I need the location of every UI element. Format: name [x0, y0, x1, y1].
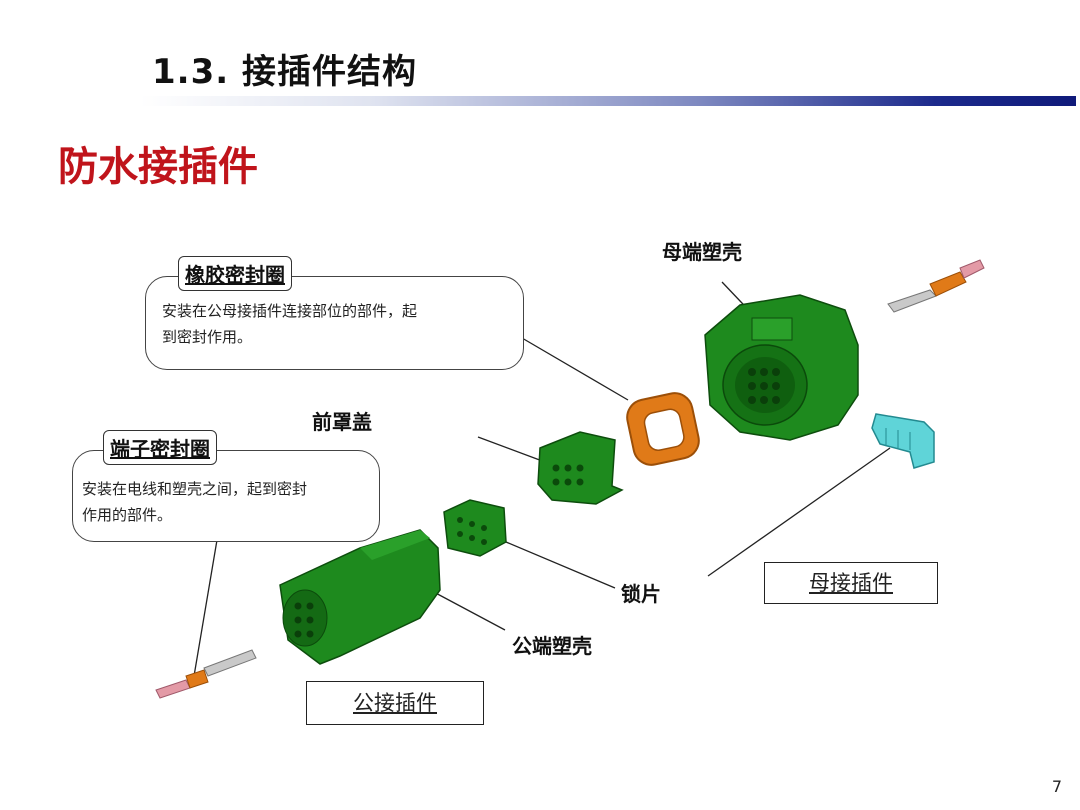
front-cover-part — [537, 431, 624, 505]
male-housing-part — [279, 529, 441, 665]
rubber-seal-callout — [145, 276, 524, 370]
male-housing-label: 公端塑壳 — [512, 634, 592, 658]
terminal-seal-callout — [72, 450, 380, 542]
lock-piece-part — [443, 499, 507, 557]
female-terminal-part — [887, 259, 985, 313]
rubber-seal-description-line2: 到密封作用。 — [162, 328, 253, 346]
female-housing-label: 母端塑壳 — [662, 240, 742, 264]
page-heading: 防水接插件 — [58, 144, 258, 190]
leader-lock-piece — [505, 541, 616, 589]
female-housing-part — [704, 294, 859, 441]
leader-terminal-seal — [192, 539, 218, 683]
female-lock-part — [871, 413, 935, 469]
terminal-seal-description-line2: 作用的部件。 — [82, 506, 173, 524]
rubber-seal-description-line1: 安装在公母接插件连接部位的部件，起 — [162, 302, 418, 320]
leader-rubber-seal — [521, 337, 629, 401]
title-gradient-bar — [140, 96, 1076, 106]
leader-front-cover — [477, 436, 546, 463]
leader-male-housing — [429, 589, 506, 631]
terminal-seal-title: 端子密封圈 — [103, 430, 217, 465]
front-cover-label: 前罩盖 — [312, 410, 372, 434]
female-connector-box: 母接插件 — [764, 562, 938, 604]
terminal-seal-description: 安装在电线和塑壳之间，起到密封 作用的部件。 — [82, 476, 307, 528]
rubber-seal-title: 橡胶密封圈 — [178, 256, 292, 291]
page-number: 7 — [1051, 777, 1062, 796]
rubber-seal-description: 安装在公母接插件连接部位的部件，起 到密封作用。 — [162, 298, 417, 350]
rubber-seal-part — [626, 392, 700, 466]
male-terminal-part — [155, 649, 257, 699]
male-connector-box: 公接插件 — [306, 681, 484, 725]
terminal-seal-description-line1: 安装在电线和塑壳之间，起到密封 — [82, 480, 308, 498]
leader-female-connector — [707, 447, 891, 577]
lock-piece-label: 锁片 — [621, 582, 661, 606]
section-title: 1.3. 接插件结构 — [152, 52, 417, 92]
